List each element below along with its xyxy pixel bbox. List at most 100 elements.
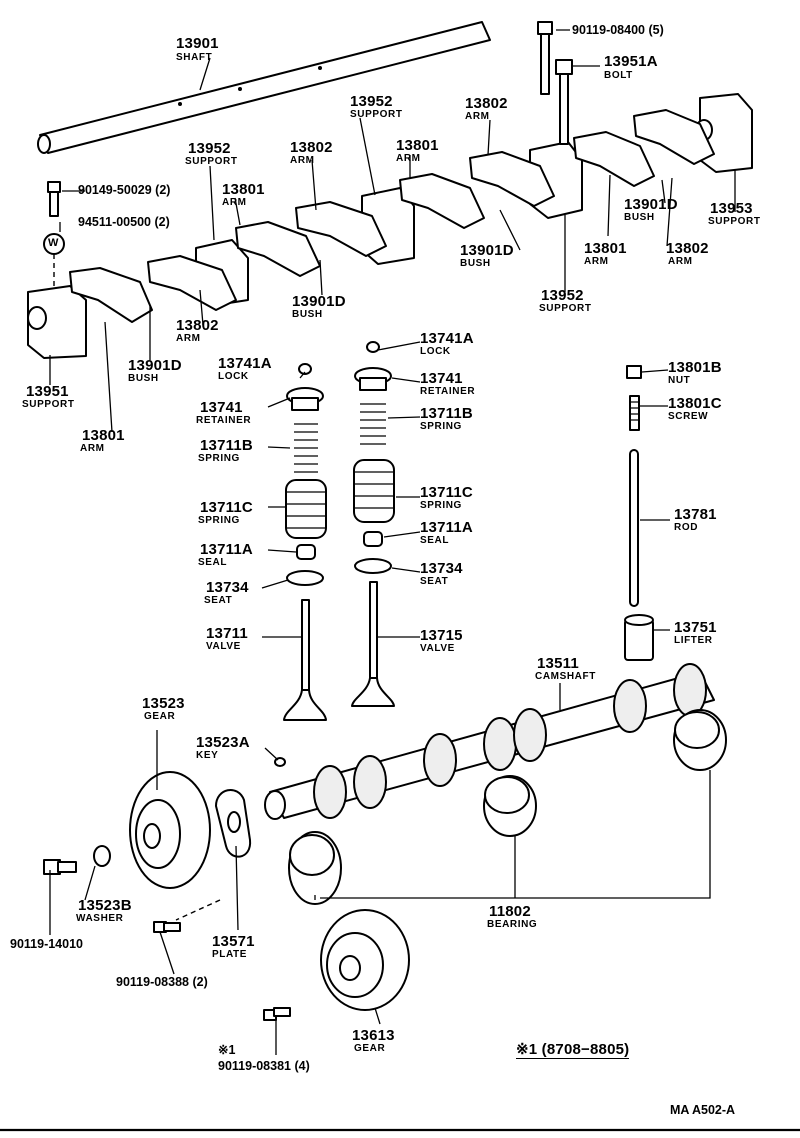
label-seat-right-name: SEAT bbox=[420, 576, 449, 587]
rocker-arms bbox=[69, 109, 715, 323]
label-bush-mid-number: 13901D bbox=[292, 293, 346, 310]
label-lock-left-name: LOCK bbox=[218, 371, 249, 382]
label-seat-right-number: 13734 bbox=[420, 560, 463, 577]
label-bush-center-name: BUSH bbox=[460, 258, 491, 269]
label-bolt-13951a-number: 13951A bbox=[604, 53, 658, 70]
label-arm-13801-right-name: ARM bbox=[584, 256, 609, 267]
label-washer-13523b-name: WASHER bbox=[76, 913, 124, 924]
gear-13523-shape bbox=[129, 771, 211, 889]
label-bolt-14010-number: 90119-14010 bbox=[10, 937, 83, 951]
label-lifter-name: LIFTER bbox=[674, 635, 713, 646]
label-bush-right-number: 13901D bbox=[624, 196, 678, 213]
label-gear-13523-name: GEAR bbox=[144, 711, 176, 722]
label-valve-exhaust-number: 13715 bbox=[420, 627, 463, 644]
label-support-13952-bottom-name: SUPPORT bbox=[539, 303, 592, 314]
label-arm-13801-bottom-name: ARM bbox=[80, 443, 105, 454]
label-camshaft-number: 13511 bbox=[537, 655, 579, 672]
label-spring-b-left-number: 13711B bbox=[200, 437, 253, 454]
label-shaft-name: SHAFT bbox=[176, 52, 213, 63]
label-plate-name: PLATE bbox=[212, 949, 248, 960]
label-arm-13802-mid-name: ARM bbox=[290, 155, 315, 166]
label-bush-left-number: 13901D bbox=[128, 357, 182, 374]
label-nut-name: NUT bbox=[668, 375, 691, 386]
rocker-shaft bbox=[37, 21, 491, 154]
label-bolt-13951a-name: BOLT bbox=[604, 70, 633, 81]
label-bush-center-number: 13901D bbox=[460, 242, 514, 259]
valve-train-left bbox=[283, 363, 327, 721]
pushrod-parts bbox=[624, 365, 654, 661]
label-bolt-08388-number: 90119-08388 (2) bbox=[116, 975, 208, 989]
label-retainer-right-number: 13741 bbox=[420, 370, 463, 387]
label-support-13952-left-name: SUPPORT bbox=[185, 156, 238, 167]
label-arm-13802-top-name: ARM bbox=[465, 111, 490, 122]
camshaft-shape bbox=[264, 663, 715, 820]
washer-symbol: W bbox=[48, 237, 59, 249]
label-seat-left-name: SEAT bbox=[204, 595, 233, 606]
label-support-13951-name: SUPPORT bbox=[22, 399, 75, 410]
label-support-13952-left-number: 13952 bbox=[188, 140, 231, 157]
label-spring-b-right-name: SPRING bbox=[420, 421, 462, 432]
label-seat-left-number: 13734 bbox=[206, 579, 249, 596]
label-bolt-top-number: 90119-08400 (5) bbox=[572, 23, 664, 37]
label-valve-intake-number: 13711 bbox=[206, 625, 248, 642]
label-retainer-right-name: RETAINER bbox=[420, 386, 476, 397]
label-rod-number: 13781 bbox=[674, 506, 717, 523]
label-arm-13802-top-number: 13802 bbox=[465, 95, 508, 112]
label-arm-13801-mid-name: ARM bbox=[396, 153, 421, 164]
label-arm-13802-right-name: ARM bbox=[668, 256, 693, 267]
label-arm-13801-right-number: 13801 bbox=[584, 240, 627, 257]
valve-train-right bbox=[351, 341, 395, 707]
label-support-13952-top-number: 13952 bbox=[350, 93, 393, 110]
label-spring-c-right-number: 13711C bbox=[420, 484, 473, 501]
label-screw-name: SCREW bbox=[668, 411, 709, 422]
label-lifter-number: 13751 bbox=[674, 619, 717, 636]
label-bush-mid-name: BUSH bbox=[292, 309, 323, 320]
label-arm-13801-left-number: 13801 bbox=[222, 181, 265, 198]
label-seal-right-number: 13711A bbox=[420, 519, 473, 536]
label-bush-right-name: BUSH bbox=[624, 212, 655, 223]
label-key-name: KEY bbox=[196, 750, 219, 761]
label-gear-13523-number: 13523 bbox=[142, 695, 185, 712]
bearings bbox=[288, 709, 727, 905]
footnote-range: ※1 (8708−8805) bbox=[516, 1041, 630, 1059]
label-support-13952-top-name: SUPPORT bbox=[350, 109, 403, 120]
label-support-13953-name: SUPPORT bbox=[708, 216, 761, 227]
support-13951-shape bbox=[27, 285, 87, 359]
label-spring-c-left-number: 13711C bbox=[200, 499, 253, 516]
label-valve-exhaust-name: VALVE bbox=[420, 643, 455, 654]
label-support-13952-bottom-number: 13952 bbox=[541, 287, 584, 304]
label-washer-94511-number: 94511-00500 (2) bbox=[78, 215, 170, 229]
label-gear-13613-number: 13613 bbox=[352, 1027, 395, 1044]
label-lock-right-number: 13741A bbox=[420, 330, 474, 347]
label-spring-c-left-name: SPRING bbox=[198, 515, 240, 526]
label-nut-number: 13801B bbox=[668, 359, 722, 376]
label-bush-left-name: BUSH bbox=[128, 373, 159, 384]
label-spring-b-left-name: SPRING bbox=[198, 453, 240, 464]
label-plate-number: 13571 bbox=[212, 933, 255, 950]
label-spring-c-right-name: SPRING bbox=[420, 500, 462, 511]
label-retainer-left-number: 13741 bbox=[200, 399, 243, 416]
label-rod-name: ROD bbox=[674, 522, 699, 533]
rocker-bolts bbox=[43, 21, 573, 290]
label-lock-right-name: LOCK bbox=[420, 346, 451, 357]
label-spring-b-right-number: 13711B bbox=[420, 405, 473, 422]
label-support-13953-number: 13953 bbox=[710, 200, 753, 217]
label-arm-13801-bottom-number: 13801 bbox=[82, 427, 125, 444]
label-support-13951-number: 13951 bbox=[26, 383, 69, 400]
label-bearing-number: 11802 bbox=[489, 903, 531, 920]
label-retainer-left-name: RETAINER bbox=[196, 415, 252, 426]
gear-13613-shape bbox=[320, 909, 410, 1011]
label-bolt-90149-number: 90149-50029 (2) bbox=[78, 183, 171, 197]
label-seal-left-name: SEAL bbox=[198, 557, 228, 568]
label-arm-13801-mid-number: 13801 bbox=[396, 137, 439, 154]
figure-code: MA A502-A bbox=[670, 1103, 736, 1117]
plate-shape bbox=[175, 789, 252, 921]
label-arm-13802-left-name: ARM bbox=[176, 333, 201, 344]
label-arm-13801-left-name: ARM bbox=[222, 197, 247, 208]
label-arm-13802-left-number: 13802 bbox=[176, 317, 219, 334]
label-arm-13802-mid-number: 13802 bbox=[290, 139, 333, 156]
label-arm-13802-right-number: 13802 bbox=[666, 240, 709, 257]
label-gear-13613-name: GEAR bbox=[354, 1043, 386, 1054]
label-bolt-08381-number: 90119-08381 (4) bbox=[218, 1059, 310, 1073]
label-camshaft-name: CAMSHAFT bbox=[535, 671, 596, 682]
